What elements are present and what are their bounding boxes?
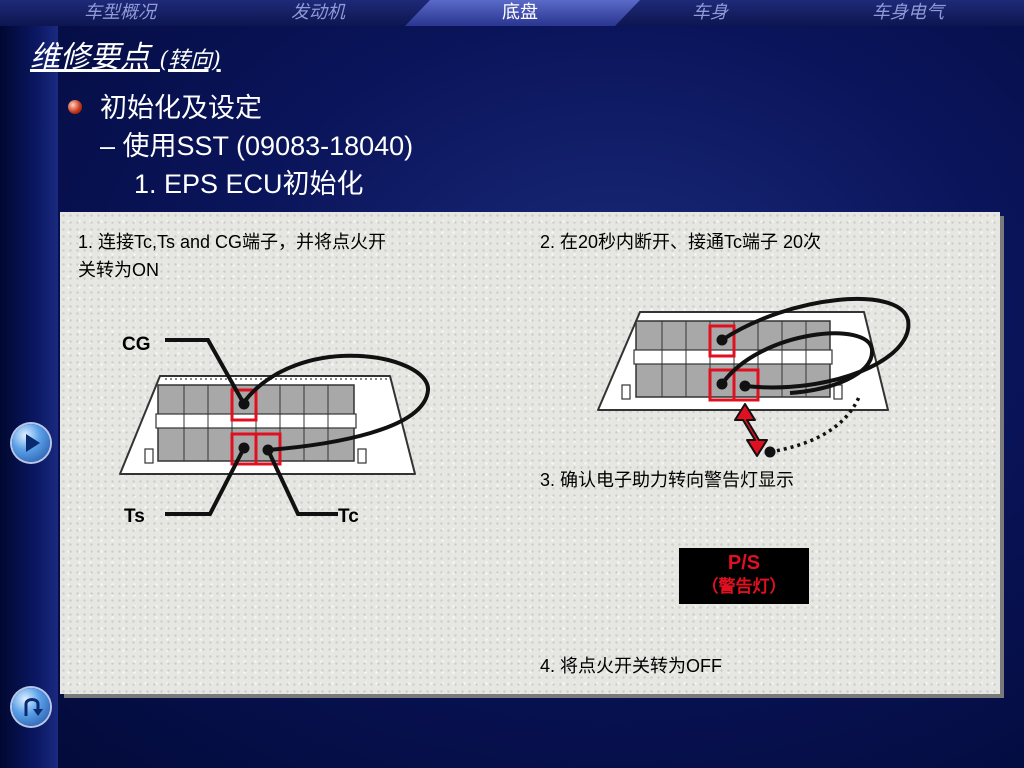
step-2: 2. 在20秒内断开、接通Tc端子 20次 [540, 232, 822, 252]
label-tc: Tc [338, 506, 359, 527]
bullet-text: 初始化及设定 [100, 93, 262, 123]
label-ts: Ts [124, 506, 145, 527]
nav-tab-body-electrical[interactable]: 车身电气 [872, 2, 944, 23]
page-title-paren: (转向) [159, 48, 221, 73]
return-arrow-icon [24, 698, 43, 716]
dlc-connector-left [119, 338, 431, 516]
bullet-dot-icon [68, 100, 82, 114]
double-arrow-icon [734, 403, 768, 457]
next-slide-button[interactable] [12, 424, 50, 462]
nav-tab-engine[interactable]: 发动机 [291, 2, 345, 23]
step-1-line-2: 关转为ON [78, 260, 159, 280]
ps-warning-lamp-text: P/S [727, 552, 761, 574]
nav-tab-chassis[interactable]: 底盘 [502, 2, 538, 23]
ps-warning-lamp: P/S （警告灯） [679, 548, 809, 604]
sub-bullet-text-2: 1. EPS ECU初始化 [134, 169, 364, 199]
play-arrow-icon [26, 434, 40, 452]
nav-active-tab-bg [405, 0, 640, 26]
label-cg: CG [122, 334, 151, 355]
left-strip [0, 26, 58, 768]
step-4: 4. 将点火开关转为OFF [540, 656, 723, 676]
dlc-connector-right [597, 297, 911, 458]
step-1-line-1: 1. 连接Tc,Ts and CG端子，并将点火开 [78, 232, 387, 252]
ps-warning-lamp-label: （警告灯） [701, 577, 787, 596]
sub-bullet-text: – 使用SST (09083-18040) [100, 131, 414, 161]
top-nav: 车型概况 发动机 底盘 车身 车身电气 [0, 0, 1024, 26]
nav-tab-body[interactable]: 车身 [692, 2, 728, 23]
step-3: 3. 确认电子助力转向警告灯显示 [540, 470, 795, 490]
step-1: 1. 连接Tc,Ts and CG端子，并将点火开 关转为ON [78, 228, 386, 284]
nav-tab-overview[interactable]: 车型概况 [84, 2, 156, 23]
return-button[interactable] [12, 688, 50, 726]
page-title: 维修要点 (转向) [30, 32, 221, 76]
page-title-main: 维修要点 [30, 40, 150, 75]
